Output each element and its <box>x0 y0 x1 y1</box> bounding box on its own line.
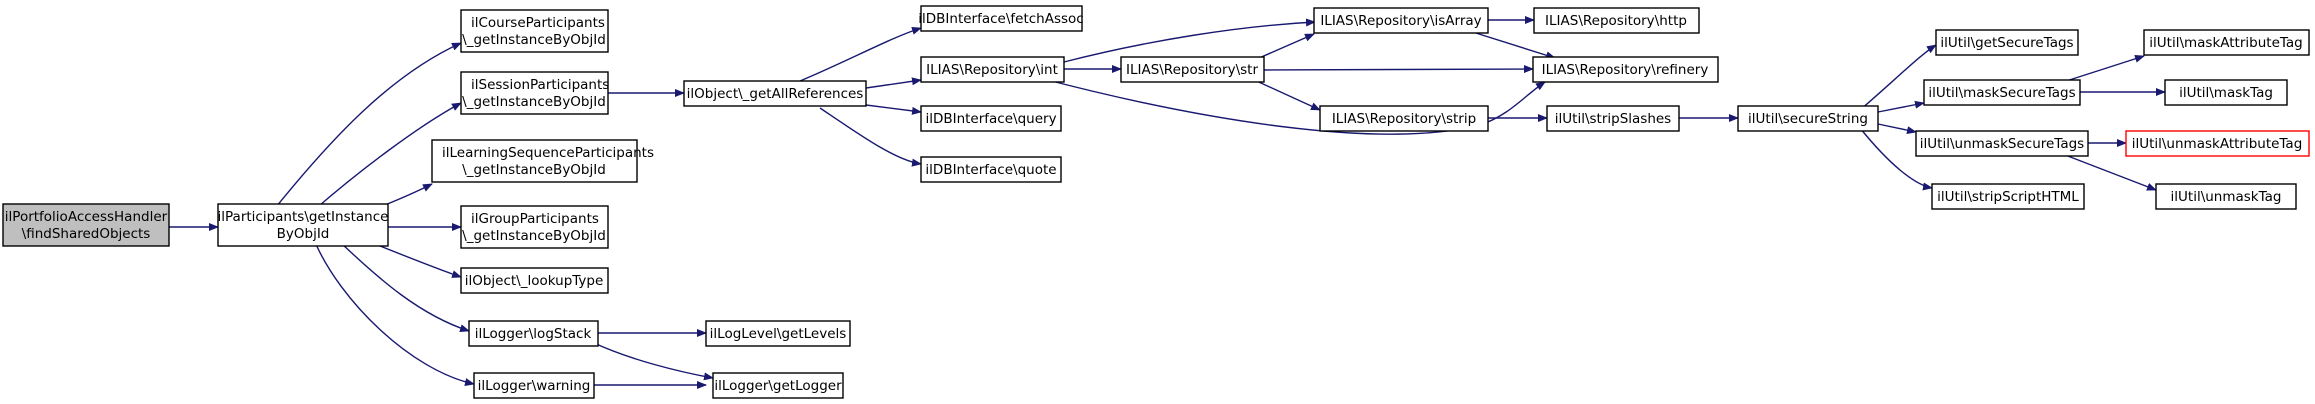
svg-text:\_getInstanceByObjId: \_getInstanceByObjId <box>462 228 606 244</box>
edge-logstack-getlogger <box>591 341 714 381</box>
node-http[interactable]: ILIAS\Repository\http <box>1533 7 1700 34</box>
node-unmasksecuretags[interactable]: ilUtil\unmaskSecureTags <box>1915 130 2089 157</box>
svg-text:ilCourseParticipants: ilCourseParticipants <box>471 15 605 31</box>
svg-text:ilLogLevel\getLevels: ilLogLevel\getLevels <box>710 326 847 342</box>
svg-text:\findSharedObjects: \findSharedObjects <box>22 226 151 242</box>
svg-text:ilUtil\maskSecureTags: ilUtil\maskSecureTags <box>1928 85 2075 101</box>
svg-text:ilSessionParticipants: ilSessionParticipants <box>471 77 609 93</box>
node-logstack[interactable]: ilLogger\logStack <box>468 320 599 347</box>
svg-text:ilUtil\stripSlashes: ilUtil\stripSlashes <box>1555 111 1671 127</box>
node-course[interactable]: ilCourseParticipants \_getInstanceByObjI… <box>460 9 609 53</box>
svg-text:ilDBInterface\fetchAssoc: ilDBInterface\fetchAssoc <box>918 11 1083 27</box>
svg-text:ByObjId: ByObjId <box>277 226 330 242</box>
svg-text:ilUtil\unmaskSecureTags: ilUtil\unmaskSecureTags <box>1920 136 2084 152</box>
node-root[interactable]: ilPortfolioAccessHandler \findSharedObje… <box>2 203 170 247</box>
node-query[interactable]: ilDBInterface\query <box>920 105 1062 132</box>
svg-text:ilLearningSequenceParticipants: ilLearningSequenceParticipants <box>442 145 654 161</box>
svg-text:ilParticipants\getInstance: ilParticipants\getInstance <box>218 209 389 225</box>
svg-text:ilObject\_getAllReferences: ilObject\_getAllReferences <box>687 86 864 102</box>
node-getsecuretags[interactable]: ilUtil\getSecureTags <box>1935 29 2079 56</box>
node-fetch[interactable]: ilDBInterface\fetchAssoc <box>918 5 1084 32</box>
edge-allrefs-query <box>865 104 922 115</box>
edge-participants-warning <box>314 241 475 386</box>
svg-text:ilDBInterface\quote: ilDBInterface\quote <box>925 162 1056 178</box>
node-getlevels[interactable]: ilLogLevel\getLevels <box>705 320 851 347</box>
edge-str-strip <box>1249 77 1321 111</box>
edge-securestring-unmasksecuretags <box>1877 123 1917 135</box>
node-refinery[interactable]: ILIAS\Repository\refinery <box>1532 56 1719 83</box>
node-maskattr[interactable]: ilUtil\maskAttributeTag <box>2143 29 2310 56</box>
svg-text:ilLogger\getLogger: ilLogger\getLogger <box>714 378 842 394</box>
node-securestring[interactable]: ilUtil\secureString <box>1737 105 1879 132</box>
edge-str-refinery <box>1263 65 1534 74</box>
edge-participants-lookup <box>369 241 462 278</box>
svg-text:ILIAS\Repository\refinery: ILIAS\Repository\refinery <box>1542 62 1709 78</box>
node-lookup[interactable]: ilObject\_lookupType <box>460 267 609 294</box>
svg-text:ilDBInterface\query: ilDBInterface\query <box>925 111 1056 127</box>
edge-unmasksecuretags-unmasktag <box>2059 152 2157 191</box>
node-masktag[interactable]: ilUtil\maskTag <box>2164 79 2288 106</box>
svg-text:\_getInstanceByObjId: \_getInstanceByObjId <box>462 162 606 178</box>
edge-int-isarray <box>1063 18 1316 63</box>
node-participants[interactable]: ilParticipants\getInstance ByObjId <box>217 203 389 247</box>
edge-securestring-masksecuretags <box>1877 100 1925 113</box>
edge-allrefs-int <box>865 77 922 89</box>
node-warning[interactable]: ilLogger\warning <box>473 372 595 399</box>
edge-participants-course <box>271 42 462 213</box>
node-unmaskattr[interactable]: ilUtil\unmaskAttributeTag <box>2125 130 2310 157</box>
svg-text:ilGroupParticipants: ilGroupParticipants <box>471 211 599 227</box>
svg-text:ilUtil\secureString: ilUtil\secureString <box>1748 111 1868 127</box>
node-stripslashes[interactable]: ilUtil\stripSlashes <box>1546 105 1680 132</box>
node-quote[interactable]: ilDBInterface\quote <box>920 156 1062 183</box>
svg-text:ILIAS\Repository\http: ILIAS\Repository\http <box>1545 13 1687 29</box>
edge-masksecuretags-maskattr <box>2059 54 2145 84</box>
svg-text:ilLogger\warning: ilLogger\warning <box>478 378 591 394</box>
svg-text:ILIAS\Repository\isArray: ILIAS\Repository\isArray <box>1320 13 1481 29</box>
node-lsp[interactable]: ilLearningSequenceParticipants \_getInst… <box>431 139 654 183</box>
svg-text:ILIAS\Repository\str: ILIAS\Repository\str <box>1126 62 1258 78</box>
edge-securestring-getsecuretags <box>1859 44 1937 111</box>
svg-text:ilLogger\logStack: ilLogger\logStack <box>475 326 592 342</box>
node-stripscript[interactable]: ilUtil\stripScriptHTML <box>1931 183 2085 210</box>
node-session[interactable]: ilSessionParticipants \_getInstanceByObj… <box>460 71 609 115</box>
node-allrefs[interactable]: ilObject\_getAllReferences <box>683 80 867 107</box>
svg-text:ilUtil\maskAttributeTag: ilUtil\maskAttributeTag <box>2149 35 2302 51</box>
svg-text:ilUtil\unmaskAttributeTag: ilUtil\unmaskAttributeTag <box>2132 136 2303 152</box>
node-int[interactable]: ILIAS\Repository\int <box>920 56 1065 83</box>
node-group[interactable]: ilGroupParticipants \_getInstanceByObjId <box>460 205 609 249</box>
svg-text:ilObject\_lookupType: ilObject\_lookupType <box>465 273 604 289</box>
svg-text:ILIAS\Repository\int: ILIAS\Repository\int <box>926 62 1058 78</box>
edge-participants-session <box>311 102 462 213</box>
svg-text:\_getInstanceByObjId: \_getInstanceByObjId <box>462 94 606 110</box>
node-strip[interactable]: ILIAS\Repository\strip <box>1319 105 1489 132</box>
edge-securestring-stripscript <box>1859 127 1933 191</box>
svg-text:ilUtil\maskTag: ilUtil\maskTag <box>2179 85 2273 101</box>
svg-text:ilPortfolioAccessHandler: ilPortfolioAccessHandler <box>5 209 168 225</box>
svg-text:ilUtil\getSecureTags: ilUtil\getSecureTags <box>1940 35 2073 51</box>
edge-participants-logstack <box>339 241 470 333</box>
svg-text:\_getInstanceByObjId: \_getInstanceByObjId <box>462 32 606 48</box>
edge-allrefs-quote <box>819 107 922 167</box>
node-getlogger[interactable]: ilLogger\getLogger <box>712 372 844 399</box>
node-str[interactable]: ILIAS\Repository\str <box>1120 56 1265 83</box>
svg-text:ilUtil\stripScriptHTML: ilUtil\stripScriptHTML <box>1937 189 2079 205</box>
node-masksecuretags[interactable]: ilUtil\maskSecureTags <box>1923 79 2081 106</box>
node-unmasktag[interactable]: ilUtil\unmaskTag <box>2155 183 2297 210</box>
edge-int-refinery <box>1039 77 1546 135</box>
svg-text:ILIAS\Repository\strip: ILIAS\Repository\strip <box>1332 111 1476 127</box>
edge-allrefs-fetch <box>799 26 922 82</box>
svg-text:ilUtil\unmaskTag: ilUtil\unmaskTag <box>2171 189 2282 205</box>
node-isarray[interactable]: ILIAS\Repository\isArray <box>1313 7 1489 34</box>
